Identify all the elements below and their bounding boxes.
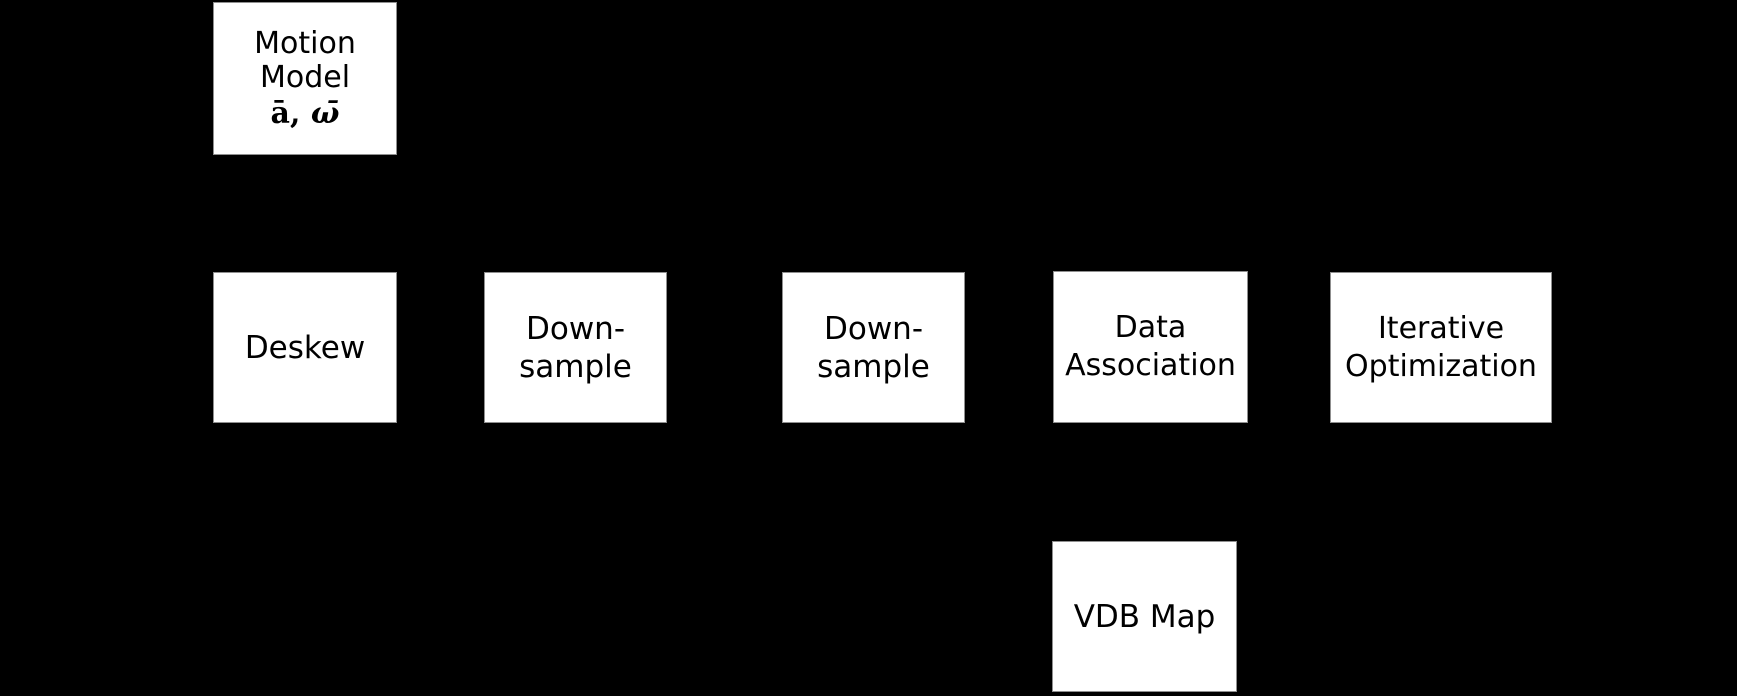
node-label: VDB Map — [1073, 598, 1216, 635]
node-label-line: Down- — [823, 310, 924, 347]
node-label-line: Motion — [254, 25, 356, 61]
node-label-line: Optimization — [1345, 348, 1537, 384]
node-label-line: Data — [1114, 310, 1187, 345]
accel-bar-symbol: ā — [270, 95, 290, 131]
node-vdb-map: VDB Map — [1052, 541, 1237, 692]
node-deskew: Deskew — [213, 272, 397, 423]
node-label-line: Iterative — [1377, 310, 1505, 346]
node-label-line: sample — [817, 348, 930, 385]
node-label-line: sample — [519, 348, 632, 385]
node-iterative-optimization: Iterative Optimization — [1330, 272, 1552, 423]
symbol-separator: , — [289, 95, 311, 131]
node-downsample-1: Down- sample — [484, 272, 667, 423]
node-downsample-2: Down- sample — [782, 272, 965, 423]
motion-model-math-symbols: ā, ω̄ — [270, 95, 340, 131]
node-label: Deskew — [244, 329, 366, 366]
node-label-line: Down- — [525, 310, 626, 347]
node-label-line: Association — [1065, 348, 1236, 383]
node-label-line: Model — [259, 59, 351, 95]
node-motion-model: Motion Model ā, ω̄ — [213, 2, 397, 155]
omega-bar-symbol: ω̄ — [310, 95, 340, 131]
node-data-association: Data Association — [1053, 271, 1248, 423]
